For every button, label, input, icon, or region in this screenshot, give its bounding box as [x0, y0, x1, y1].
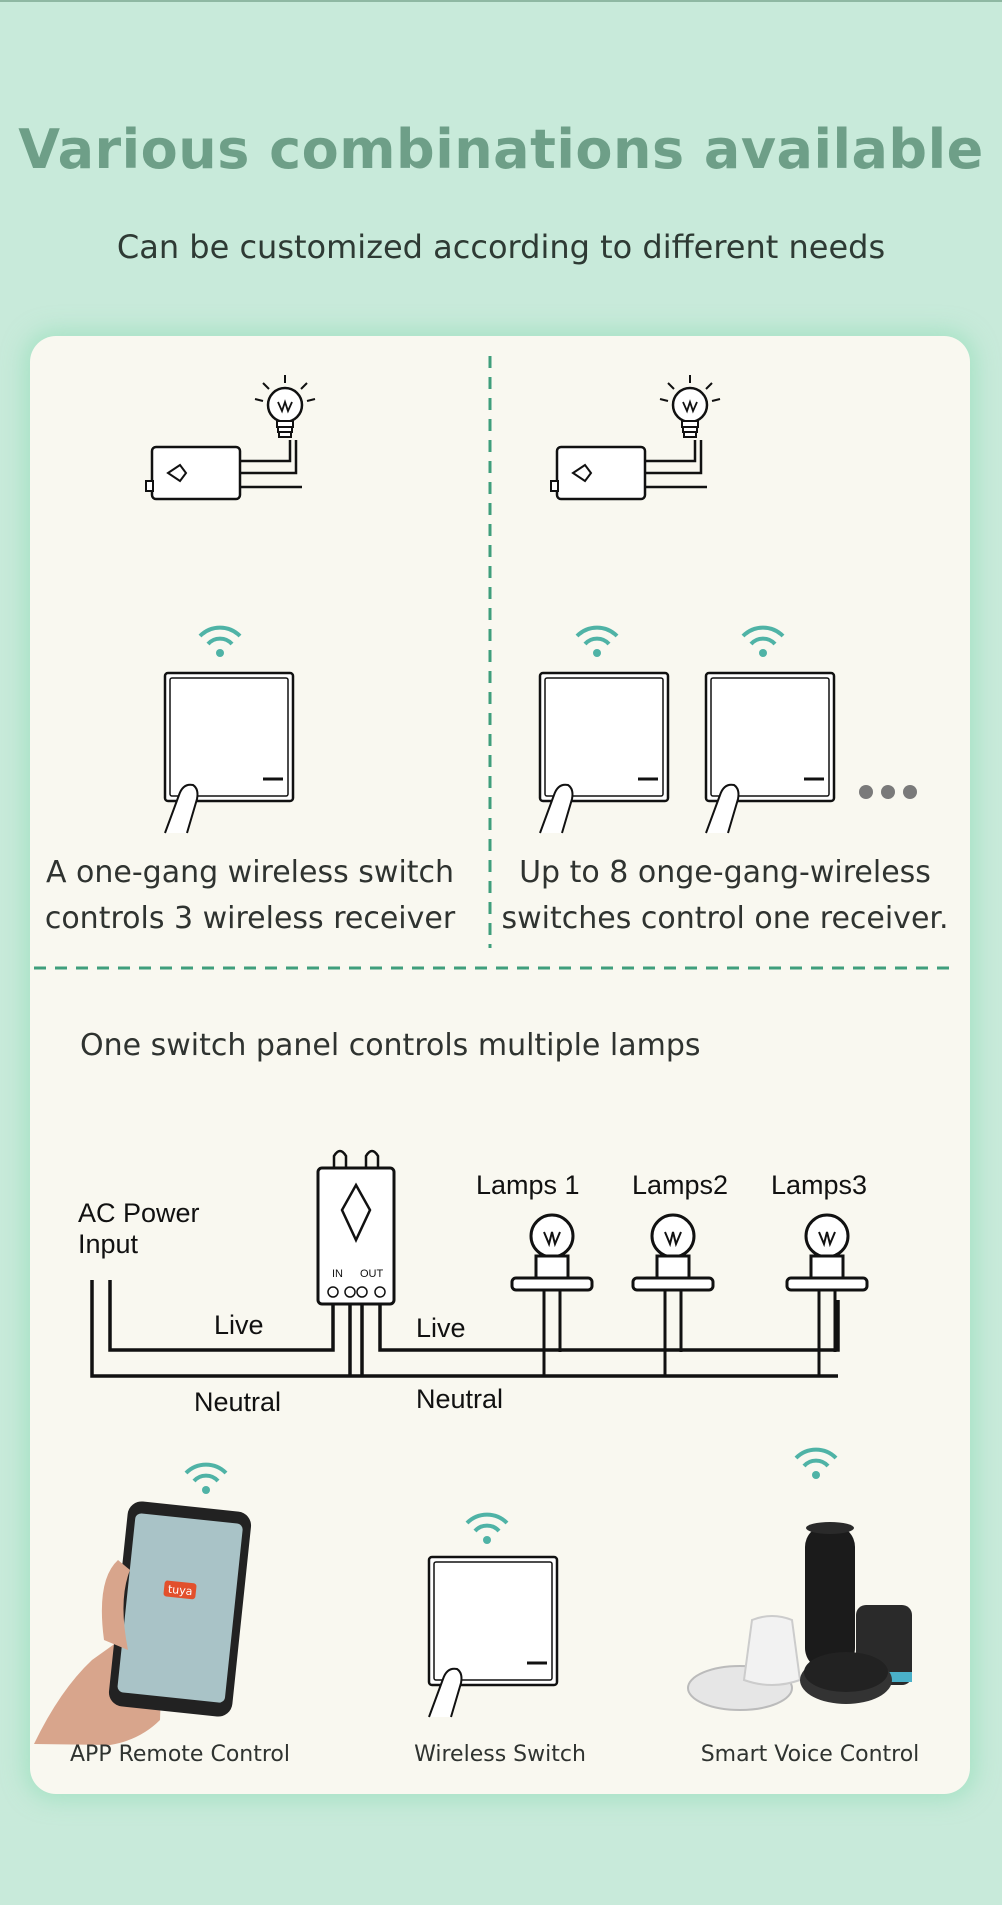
- switch-panel-icon: [538, 671, 670, 835]
- in-label: IN: [332, 1268, 343, 1280]
- lamp-icon: [785, 1213, 869, 1378]
- neutral-label-right: Neutral: [416, 1384, 504, 1414]
- live-label-left: Live: [214, 1310, 264, 1340]
- caption-line: Up to 8 onge-gang-wireless: [519, 855, 931, 890]
- wiring-diagram: [90, 1149, 869, 1378]
- lamp-icon: [631, 1213, 715, 1378]
- smart-voice-caption: Smart Voice Control: [700, 1742, 920, 1767]
- wifi-icon: [794, 1447, 838, 1481]
- lamp3-label: Lamps3: [771, 1170, 868, 1200]
- app-remote-caption: APP Remote Control: [70, 1742, 290, 1767]
- page-subtitle: Can be customized according to different…: [116, 228, 886, 266]
- caption-line: A one-gang wireless switch: [45, 855, 455, 890]
- receiver-icon: [549, 445, 647, 501]
- wifi-icon: [575, 625, 619, 659]
- receiver-icon: [144, 445, 242, 501]
- right-panel-caption: Up to 8 onge-gang-wireless switches cont…: [500, 850, 950, 942]
- wifi-icon: [198, 625, 242, 659]
- bulb-icon: [253, 373, 317, 439]
- wifi-icon: [741, 625, 785, 659]
- ac-label-line: Input: [78, 1229, 139, 1259]
- lamp1-label: Lamps 1: [476, 1170, 580, 1200]
- switch-panel-icon: [427, 1555, 559, 1719]
- svg-text:tuya: tuya: [167, 1583, 193, 1598]
- caption-line: controls 3 wireless receiver: [44, 901, 456, 936]
- lamp-icon: [510, 1213, 594, 1378]
- receiver-wires: [240, 440, 302, 489]
- out-label: OUT: [360, 1268, 384, 1280]
- bulb-icon: [658, 373, 722, 439]
- live-label-right: Live: [416, 1313, 466, 1343]
- top-border: [0, 0, 1002, 2]
- diagram-heading: One switch panel controls multiple lamps: [80, 1028, 701, 1063]
- wifi-icon: [465, 1512, 509, 1546]
- switch-panel-icon: [704, 671, 836, 835]
- neutral-label-left: Neutral: [194, 1387, 282, 1417]
- ac-label-line: AC Power: [78, 1198, 200, 1228]
- lamp2-label: Lamps2: [632, 1170, 729, 1200]
- wifi-icon: [184, 1462, 228, 1496]
- ac-power-label: AC Power Input: [78, 1198, 200, 1260]
- wireless-switch-caption: Wireless Switch: [414, 1742, 586, 1767]
- more-dots-icon: [859, 785, 917, 799]
- page-title: Various combinations available: [18, 118, 984, 181]
- receiver-wires: [645, 440, 707, 489]
- caption-line: switches control one receiver.: [501, 901, 949, 936]
- switch-panel-icon: [163, 671, 295, 835]
- left-panel-caption: A one-gang wireless switch controls 3 wi…: [40, 850, 460, 942]
- phone-icon: tuya: [34, 1501, 252, 1745]
- smart-speaker-icon: [687, 1522, 912, 1711]
